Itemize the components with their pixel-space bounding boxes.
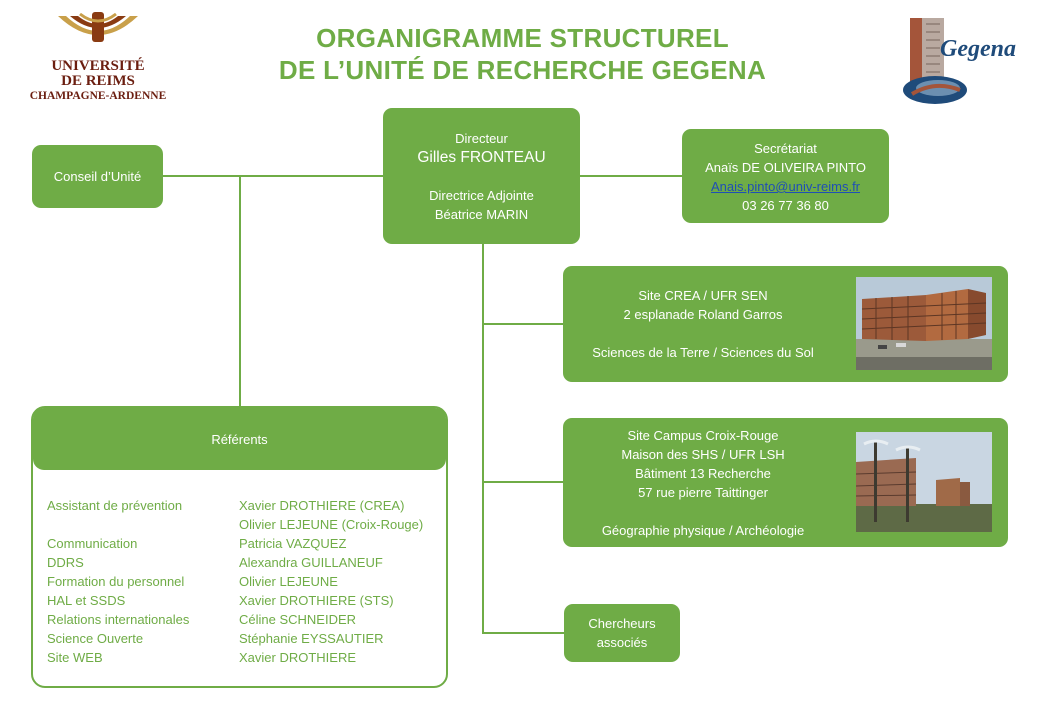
connector-site-croix-rouge: [482, 481, 564, 483]
direction-box: Directeur Gilles FRONTEAU Directrice Adj…: [383, 108, 580, 244]
referent-name: Stéphanie EYSSAUTIER: [239, 631, 384, 646]
gegena-logo: Gegena: [900, 14, 1030, 110]
connector-site-crea: [482, 323, 564, 325]
conseil-unite-box: Conseil d’Unité: [32, 145, 163, 208]
referent-role: Communication: [47, 536, 138, 551]
site-croix-rouge-line3: Bâtiment 13 Recherche: [635, 466, 771, 481]
chercheurs-line1: Chercheurs: [588, 616, 656, 631]
referent-name: Alexandra GUILLANEUF: [239, 555, 383, 570]
referent-role: HAL et SSDS: [47, 593, 126, 608]
connector-conseil-direction: [162, 175, 384, 177]
site-croix-rouge-photo: [856, 432, 992, 532]
connector-main-vertical: [482, 242, 484, 633]
director-name: Gilles FRONTEAU: [417, 149, 546, 166]
conseil-unite-label: Conseil d’Unité: [53, 169, 142, 184]
site-crea-line1: Site CREA / UFR SEN: [638, 288, 768, 303]
referent-name: Xavier DROTHIERE: [239, 650, 357, 665]
title-line2: DE L’UNITÉ DE RECHERCHE GEGENA: [278, 55, 767, 85]
referent-role: Science Ouverte: [47, 631, 144, 646]
university-name-line2: DE REIMS: [61, 73, 135, 89]
page-title: ORGANIGRAMME STRUCTUREL DE L’UNITÉ DE RE…: [250, 22, 795, 86]
university-logo: UNIVERSITÉ DE REIMS CHAMPAGNE-ARDENNE: [18, 10, 178, 105]
secretariat-phone: 03 26 77 36 80: [742, 198, 829, 213]
site-croix-rouge-line2: Maison des SHS / UFR LSH: [621, 447, 785, 462]
site-crea-box: Site CREA / UFR SEN 2 esplanade Roland G…: [563, 266, 1008, 382]
referents-header-label: Référents: [211, 431, 268, 447]
referent-role: Formation du personnel: [47, 574, 185, 589]
gegena-emblem-icon: [903, 18, 967, 104]
deputy-director-name: Béatrice MARIN: [434, 207, 529, 222]
site-croix-rouge-line4: 57 rue pierre Taittinger: [638, 485, 768, 500]
referent-role: Site WEB: [47, 650, 103, 665]
site-croix-rouge-line1: Site Campus Croix-Rouge: [627, 428, 779, 443]
referent-role: DDRS: [47, 555, 84, 570]
gegena-logo-text: Gegena: [940, 36, 1016, 62]
referents-header: Référents: [33, 408, 446, 470]
site-croix-rouge-line5: Géographie physique / Archéologie: [601, 523, 805, 538]
site-croix-rouge-box: Site Campus Croix-Rouge Maison des SHS /…: [563, 418, 1008, 547]
chercheurs-associes-box: Chercheurs associés: [564, 604, 680, 662]
chercheurs-line2: associés: [596, 635, 648, 650]
deputy-director-role: Directrice Adjointe: [429, 188, 534, 203]
university-name-line1: UNIVERSITÉ: [51, 58, 145, 74]
site-crea-photo: [856, 277, 992, 370]
connector-direction-secretariat: [579, 175, 683, 177]
university-name-line3: CHAMPAGNE-ARDENNE: [29, 90, 167, 102]
referent-name: Xavier DROTHIERE (CREA): [239, 498, 405, 513]
site-crea-line3: Sciences de la Terre / Sciences du Sol: [592, 345, 814, 360]
connector-referents-vertical: [239, 176, 241, 408]
director-role: Directeur: [455, 131, 508, 146]
referent-role: Assistant de prévention: [47, 498, 183, 513]
referent-name: Olivier LEJEUNE: [239, 574, 338, 589]
referent-name: Olivier LEJEUNE (Croix-Rouge): [239, 517, 424, 532]
referent-role: Relations internationales: [47, 612, 190, 627]
referent-name: Céline SCHNEIDER: [239, 612, 357, 627]
secretariat-name: Anaïs DE OLIVEIRA PINTO: [705, 160, 866, 175]
secretariat-email-link[interactable]: Anais.pinto@univ-reims.fr: [710, 179, 861, 194]
referent-name: Patricia VAZQUEZ: [239, 536, 347, 551]
secretariat-role: Secrétariat: [754, 141, 817, 156]
university-emblem-icon: [58, 12, 138, 42]
secretariat-box: Secrétariat Anaïs DE OLIVEIRA PINTO Anai…: [682, 129, 889, 223]
site-crea-line2: 2 esplanade Roland Garros: [623, 307, 783, 322]
connector-chercheurs: [482, 632, 564, 634]
title-line1: ORGANIGRAMME STRUCTUREL: [316, 23, 729, 53]
referent-name: Xavier DROTHIERE (STS): [239, 593, 394, 608]
